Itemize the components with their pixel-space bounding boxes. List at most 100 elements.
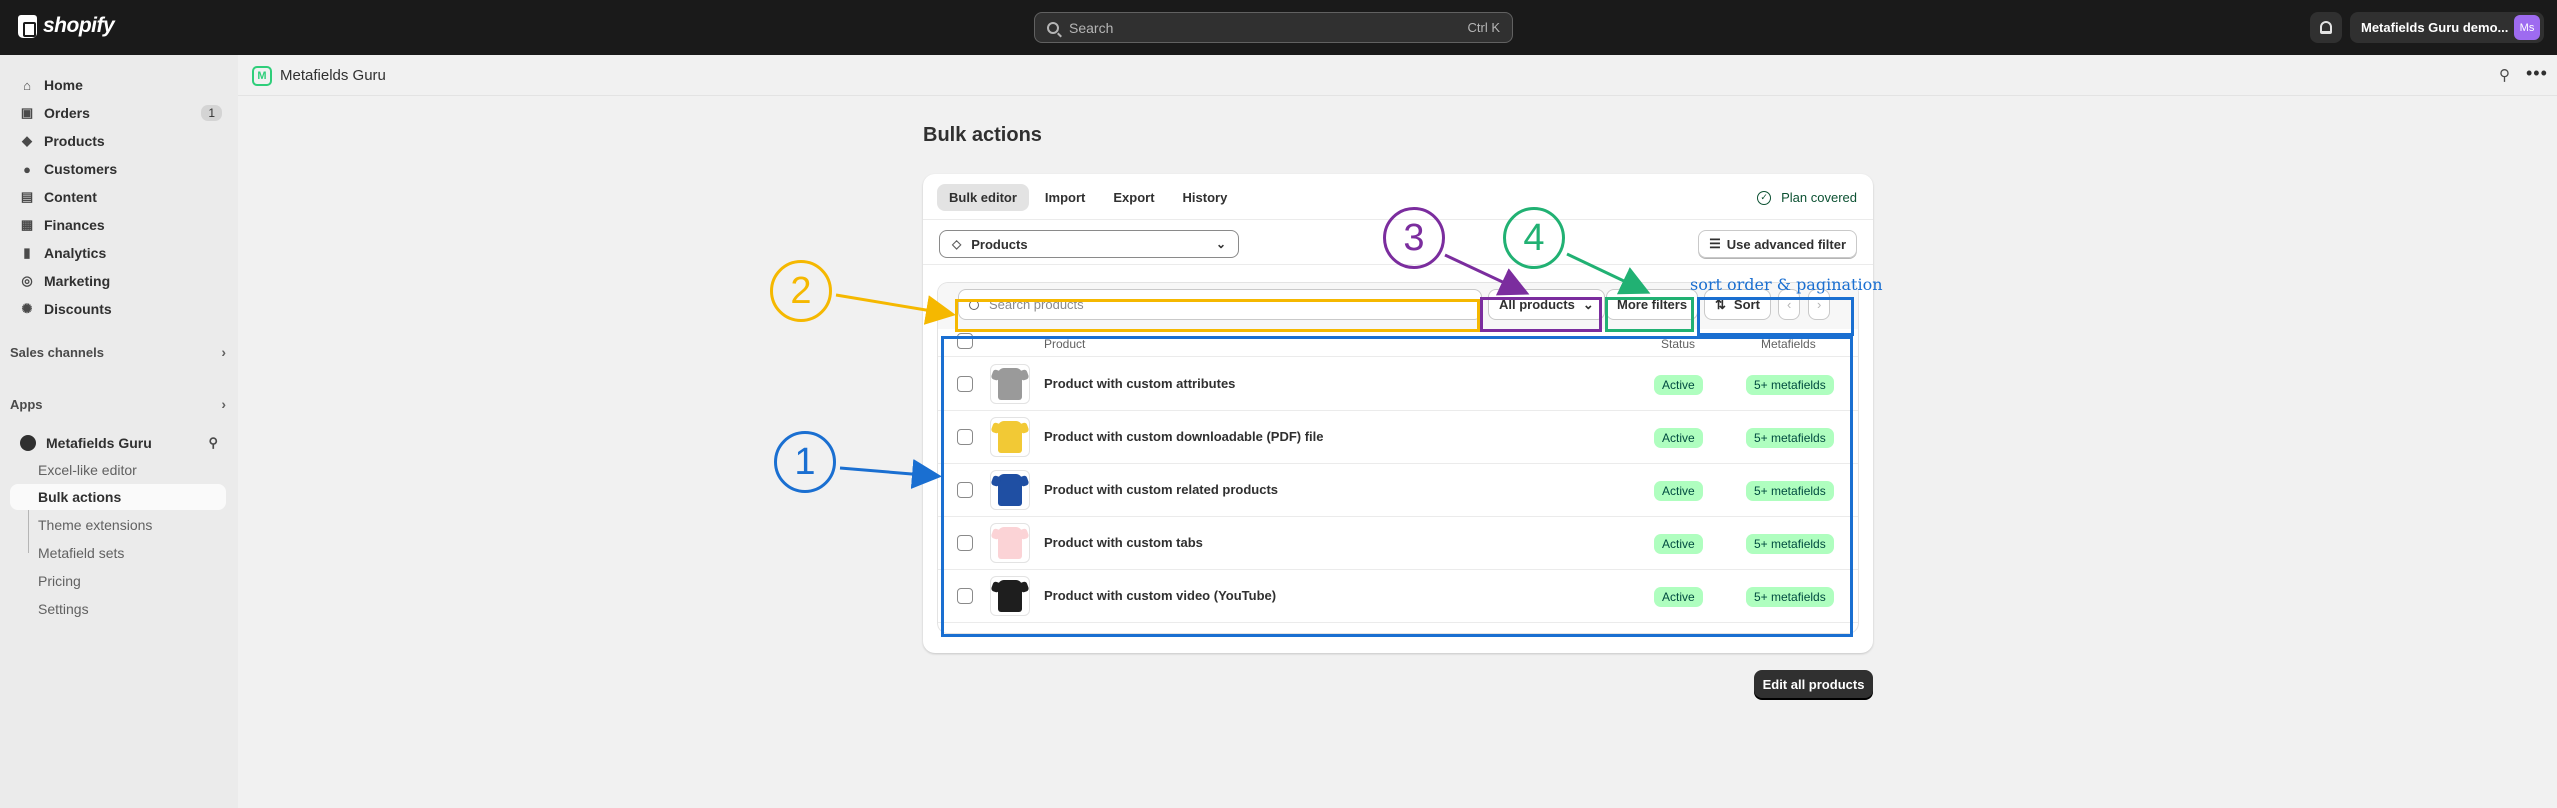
tab-export[interactable]: Export (1113, 190, 1155, 205)
bank-icon: ▦ (20, 217, 34, 232)
sidebar-sub-bulk-actions[interactable]: Bulk actions (38, 489, 122, 505)
sidebar-item-products[interactable]: ◆ Products (10, 128, 226, 154)
all-products-label: All products (1499, 297, 1575, 312)
sidebar-item-analytics[interactable]: ▮Analytics (10, 240, 226, 266)
sort-icon: ⇅ (1715, 296, 1726, 312)
global-search-input[interactable]: Search Ctrl K (1034, 12, 1513, 43)
sidebar-app-metafields-guru[interactable]: Metafields Guru ⚲ (10, 430, 226, 456)
tree-connector (28, 509, 29, 553)
chart-icon: ▮ (23, 245, 31, 260)
shopify-logo[interactable]: shopify (18, 14, 115, 38)
pin-icon[interactable]: ⚲ (208, 435, 218, 450)
product-name[interactable]: Product with custom downloadable (PDF) f… (1044, 429, 1324, 444)
sales-channels-section[interactable]: Sales channels › (10, 344, 226, 360)
sidebar-sub-theme-extensions[interactable]: Theme extensions (38, 517, 153, 533)
search-products-input[interactable]: Search products (958, 289, 1482, 320)
active-item-highlight (10, 484, 226, 510)
search-shortcut: Ctrl K (1467, 20, 1501, 35)
sidebar-item-home[interactable]: ⌂Home (10, 72, 226, 98)
tab-bar: Bulk editor Import Export History (937, 184, 1239, 211)
sidebar-item-customers[interactable]: ●Customers (10, 156, 226, 182)
plan-status: ✓ Plan covered (1757, 190, 1857, 205)
resource-type-select[interactable]: ◇ Products ⌄ (939, 230, 1239, 258)
annotation-box-table (941, 336, 1853, 637)
advanced-filter-label: Use advanced filter (1726, 236, 1846, 252)
check-circle-icon: ✓ (1757, 190, 1772, 205)
table-row[interactable]: Product with custom video (YouTube) Activ… (938, 570, 1858, 623)
annotation-box-sort-pagination (1697, 297, 1854, 336)
product-thumbnail (990, 417, 1030, 457)
store-name: Metafields Guru demo... (2361, 20, 2509, 35)
sidebar-item-discounts[interactable]: ✺Discounts (10, 296, 226, 322)
status-badge: Active (1654, 481, 1703, 501)
sidebar-item-label: Products (44, 133, 105, 149)
annotation-box-search (955, 299, 1480, 332)
next-page-button[interactable]: › (1808, 289, 1831, 320)
sort-label: Sort (1733, 297, 1760, 312)
bell-icon (2320, 21, 2332, 34)
products-table-card: Search products All products ⌄ More filt… (938, 283, 1858, 633)
search-icon (1047, 21, 1059, 34)
advanced-filter-button[interactable]: ☰ Use advanced filter (1698, 230, 1857, 258)
sidebar-sub-pricing[interactable]: Pricing (38, 573, 81, 589)
chevron-right-icon: › (221, 344, 226, 360)
row-checkbox[interactable] (957, 535, 973, 551)
sidebar-item-label: Metafields Guru (46, 435, 152, 451)
table-row[interactable]: Product with custom downloadable (PDF) f… (938, 411, 1858, 464)
row-checkbox[interactable] (957, 429, 973, 445)
annotation-number-2: 2 (770, 260, 832, 322)
row-checkbox[interactable] (957, 376, 973, 392)
pin-icon[interactable]: ⚲ (2499, 67, 2510, 84)
chevron-left-icon: ‹ (1787, 297, 1792, 312)
tshirt-icon (998, 580, 1022, 612)
sidebar-item-label: Marketing (44, 273, 111, 289)
tshirt-icon (998, 474, 1022, 506)
row-checkbox[interactable] (957, 482, 973, 498)
apps-section[interactable]: Apps› (10, 396, 226, 412)
more-actions-icon[interactable]: ••• (2526, 63, 2548, 83)
more-filters-label: More filters (1617, 297, 1688, 312)
column-header-status: Status (1661, 337, 1696, 351)
product-name[interactable]: Product with custom video (YouTube) (1044, 588, 1277, 603)
product-name[interactable]: Product with custom tabs (1044, 535, 1203, 550)
tab-bulk-editor[interactable]: Bulk editor (937, 184, 1029, 211)
tag-icon: ◇ (952, 237, 962, 251)
sidebar-item-finances[interactable]: ▦Finances (10, 212, 226, 238)
status-badge: Active (1654, 587, 1703, 607)
metafields-badge: 5+ metafields (1746, 375, 1834, 395)
page-title: Bulk actions (923, 124, 1042, 146)
sidebar-sub-metafield-sets[interactable]: Metafield sets (38, 545, 125, 561)
row-checkbox[interactable] (957, 588, 973, 604)
filter-toolbar: Search products All products ⌄ More filt… (938, 283, 1858, 329)
app-header: M Metafields Guru ⚲ ••• (238, 55, 2557, 96)
product-name[interactable]: Product with custom attributes (1044, 376, 1236, 391)
sort-button[interactable]: ⇅ Sort (1704, 289, 1771, 320)
tab-history[interactable]: History (1182, 190, 1228, 205)
table-row[interactable]: Product with custom related products Acti… (938, 464, 1858, 517)
product-thumbnail (990, 364, 1030, 404)
table-header: Product Status Metafields (938, 329, 1858, 357)
sidebar-sub-settings[interactable]: Settings (38, 601, 89, 617)
previous-page-button[interactable]: ‹ (1778, 289, 1801, 320)
product-thumbnail (990, 470, 1030, 510)
edit-all-products-button[interactable]: Edit all products (1754, 670, 1873, 698)
store-menu-button[interactable]: Metafields Guru demo... Ms (2350, 12, 2544, 43)
column-header-product: Product (1044, 337, 1086, 351)
tshirt-icon (998, 368, 1022, 400)
tag-icon: ◆ (22, 133, 32, 148)
target-icon: ◎ (21, 273, 33, 288)
sidebar-sub-excel-editor[interactable]: Excel-like editor (38, 462, 137, 478)
tab-import[interactable]: Import (1044, 190, 1086, 205)
content-icon: ▤ (20, 189, 34, 204)
status-badge: Active (1654, 534, 1703, 554)
section-label: Apps (10, 396, 43, 412)
sidebar-item-content[interactable]: ▤Content (10, 184, 226, 210)
orders-count-badge: 1 (201, 105, 222, 121)
sidebar-item-marketing[interactable]: ◎ Marketing (10, 268, 226, 294)
product-name[interactable]: Product with custom related products (1044, 482, 1279, 497)
section-label: Sales channels (10, 344, 104, 360)
notifications-button[interactable] (2310, 12, 2342, 43)
